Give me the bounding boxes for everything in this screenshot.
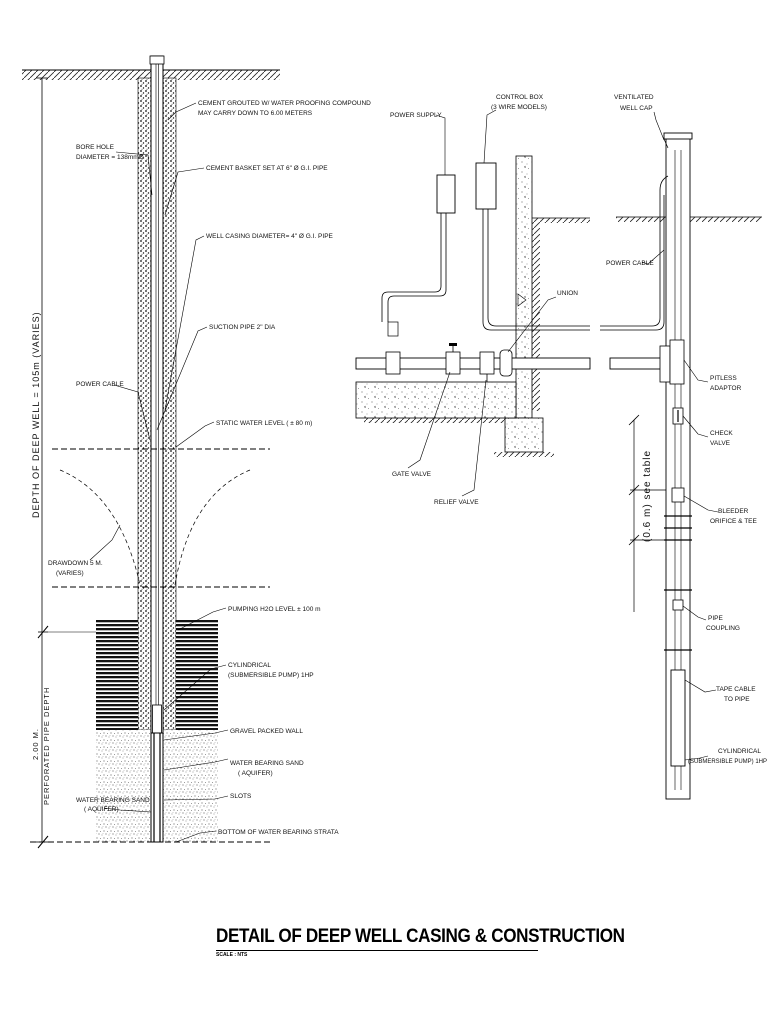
- label-tape-cable-2: TO PIPE: [724, 696, 750, 703]
- label-drawdown-2: (VARIES): [56, 570, 84, 577]
- bleeder-tee: [671, 487, 685, 503]
- power-supply-box: [436, 174, 456, 214]
- label-right-cylindrical-2: (SUBMERSIBLE PUMP) 1HP: [688, 759, 767, 765]
- water-bearing-sand-left: [96, 730, 151, 842]
- label-check-2: VALVE: [710, 440, 731, 447]
- scale-note: SCALE : NTS: [216, 952, 248, 958]
- label-cement-grouted-1: CEMENT GROUTED W/ WATER PROOFING COMPOUN…: [198, 100, 371, 107]
- floor-slab: [355, 381, 517, 419]
- label-static-water: STATIC WATER LEVEL ( ± 80 m): [216, 420, 312, 427]
- drawdown-cone-right: [174, 469, 251, 586]
- left-well-section: DEPTH OF DEEP WELL = 105m (VARIES) 2.00 …: [22, 55, 371, 849]
- label-drawdown-1: DRAWDOWN 5 M.: [48, 560, 103, 567]
- pipe-coupling: [672, 599, 684, 611]
- label-ventilated-2: WELL CAP: [620, 105, 653, 112]
- label-gate-valve: GATE VALVE: [392, 471, 432, 478]
- label-pipe-coupling-1: PIPE: [708, 615, 723, 622]
- slotted-pipe: [150, 732, 164, 843]
- foundation-wall: [515, 155, 533, 419]
- casing-cap: [149, 55, 165, 65]
- label-bottom-strata: BOTTOM OF WATER BEARING STRATA: [218, 829, 339, 836]
- label-well-casing: WELL CASING DIAMETER= 4" Ø G.I. PIPE: [206, 233, 334, 240]
- label-cylindrical-1: CYLINDRICAL: [228, 662, 271, 669]
- label-pitless-1: PITLESS: [710, 375, 737, 382]
- ventilated-well-cap: [663, 132, 693, 140]
- drawing-title: DETAIL OF DEEP WELL CASING & CONSTRUCTIO…: [216, 926, 625, 947]
- label-right-power-cable: POWER CABLE: [606, 260, 654, 267]
- label-pipe-coupling-2: COUPLING: [706, 625, 740, 632]
- cement-grout-right: [162, 77, 177, 731]
- label-power-cable: POWER CABLE: [76, 381, 124, 388]
- label-power-supply: POWER SUPPLY: [390, 112, 442, 119]
- label-suction-pipe: SUCTION PIPE 2" DIA: [209, 324, 276, 331]
- relief-valve: [479, 351, 495, 375]
- label-union: UNION: [557, 290, 578, 297]
- aquifer-layers-left: [96, 620, 138, 730]
- cement-grout-left: [137, 77, 152, 731]
- label-water-bearing-left-1: WATER BEARING SAND: [76, 797, 150, 804]
- left-leaders: [89, 102, 229, 843]
- submersible-pump: [152, 704, 162, 734]
- label-cylindrical-2: (SUBMERSIBLE PUMP) 1HP: [228, 672, 314, 679]
- label-check-1: CHECK: [710, 430, 733, 437]
- water-bearing-sand-right: [163, 730, 218, 842]
- middle-piping-section: POWER SUPPLY CONTROL BOX (3 WIRE MODELS)…: [355, 94, 591, 506]
- title-block: DETAIL OF DEEP WELL CASING & CONSTRUCTIO…: [216, 926, 625, 958]
- control-box: [475, 162, 497, 210]
- label-slots: SLOTS: [230, 793, 252, 800]
- label-water-sand-1: WATER BEARING SAND: [230, 760, 304, 767]
- label-pitless-2: ADAPTOR: [710, 385, 742, 392]
- depth-dimension-text: DEPTH OF DEEP WELL = 105m (VARIES): [31, 311, 41, 518]
- drawdown-cone-left: [59, 469, 141, 586]
- perforated-dimension-value: 2.00 M.: [31, 728, 40, 760]
- label-right-cylindrical-1: CYLINDRICAL: [718, 748, 761, 755]
- aquifer-layers-right: [176, 620, 218, 730]
- label-cement-grouted-2: MAY CARRY DOWN TO 6.00 METERS: [198, 110, 313, 117]
- wall-footing: [504, 417, 544, 453]
- right-submersible-pump: [670, 669, 686, 767]
- label-bleeder-1: BLEEDER: [718, 508, 749, 515]
- label-relief-valve: RELIEF VALVE: [434, 499, 479, 506]
- label-bore-hole-2: DIAMETER = 138mmØ: [76, 154, 144, 161]
- label-bore-hole-1: BORE HOLE: [76, 144, 115, 151]
- right-pitless-section: (0.6 m) see table VENTILATED WELL CAP PO…: [600, 94, 767, 800]
- spacing-dimension: (0.6 m) see table: [642, 450, 653, 542]
- title-underline: [216, 950, 538, 951]
- perforated-dimension-label: PERFORATED PIPE DEPTH: [42, 687, 51, 805]
- pitless-adaptor: [659, 345, 671, 383]
- label-tape-cable-1: TAPE CABLE: [716, 686, 756, 693]
- gate-valve: [445, 351, 461, 375]
- label-water-bearing-left-2: ( AQUIFER): [84, 806, 119, 813]
- label-bleeder-2: ORIFICE & TEE: [710, 518, 757, 525]
- label-water-sand-2: ( AQUIFER): [238, 770, 273, 777]
- label-pumping-level: PUMPING H2O LEVEL ± 100 m: [228, 606, 321, 613]
- label-ventilated-1: VENTILATED: [614, 94, 654, 101]
- horizontal-discharge-pipe: [355, 357, 591, 370]
- label-control-box-1: CONTROL BOX: [496, 94, 544, 101]
- label-control-box-2: (3 WIRE MODELS): [491, 104, 547, 111]
- union-fitting: [499, 349, 513, 377]
- label-cement-basket: CEMENT BASKET SET AT 6" Ø G.I. PIPE: [206, 165, 328, 172]
- label-gravel-packed: GRAVEL PACKED WALL: [230, 728, 303, 735]
